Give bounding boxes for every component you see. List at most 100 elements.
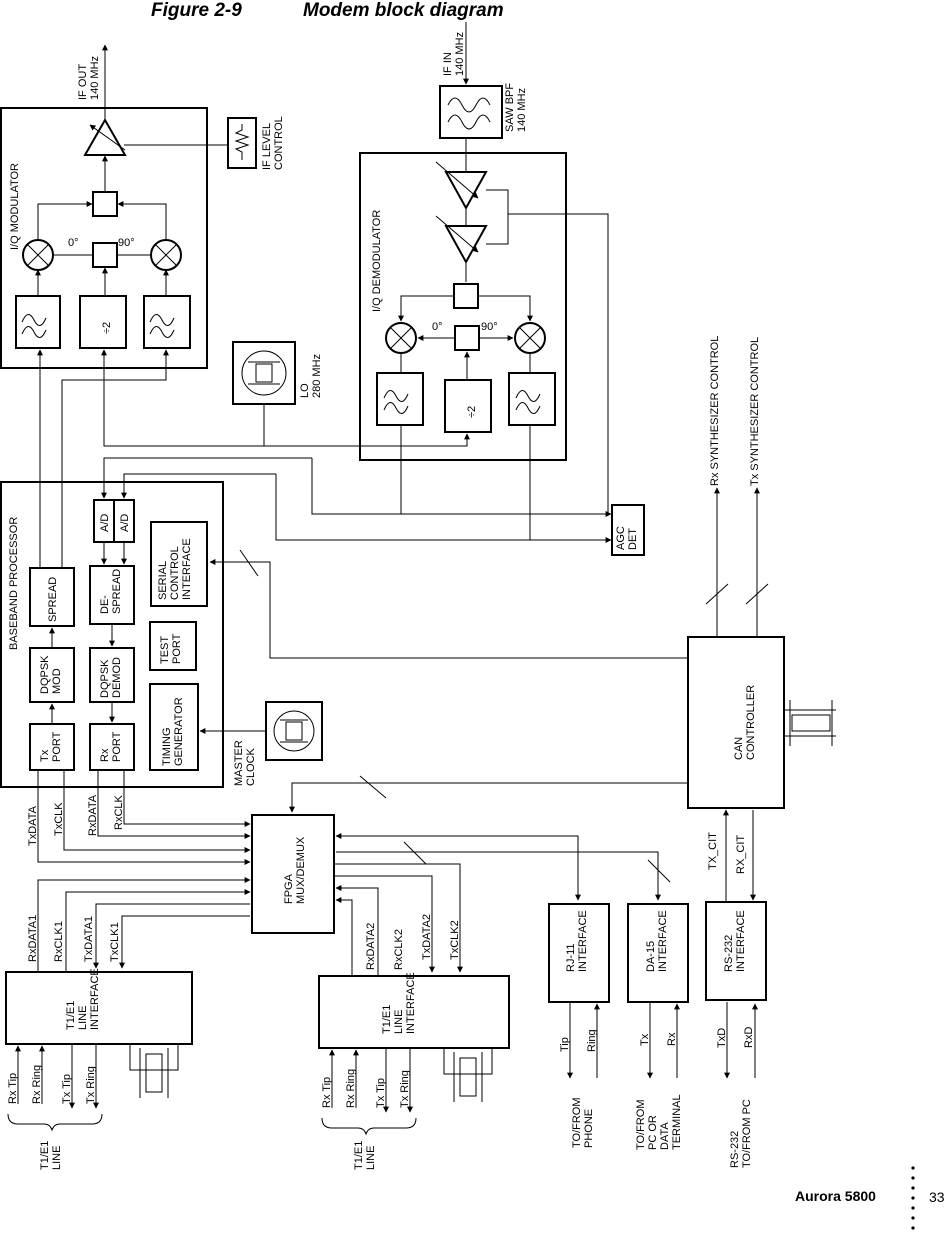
dqpsk-mod-label: DQPSKMOD [39,655,63,694]
ad1-label: A/D [99,514,111,532]
crystal-icon [273,710,315,752]
rx-tip-label: Rx Tip [7,1073,19,1104]
page-number: 33 [929,1189,945,1205]
mixer-icon [514,322,546,354]
tx-port-label: TxPORT [39,731,63,762]
test-port-box [149,621,197,671]
rxdata-label: RxDATA [87,794,99,836]
baseband-processor: BASEBAND PROCESSOR A/D A/D SPREAD DE-SPR… [0,481,224,788]
variable-amplifier-icon [83,117,127,156]
footer-brand: Aurora 5800 [795,1188,876,1204]
tx-ring-label: Tx Ring [85,1066,97,1104]
splitter-box [453,283,479,309]
t1e1-interface-box [318,975,510,1049]
summer-box [92,191,118,217]
if-level-label: IF LEVELCONTROL [261,116,285,170]
if-in-label: IF IN140 MHz [442,32,466,76]
line-label: T1/E1LINE [353,1141,377,1170]
txdata-label: TxDATA [27,805,39,846]
demod-phase-0-label: 0° [432,321,443,333]
lowpass-filter-icon [143,295,191,349]
agc-amplifier-icon [435,215,488,265]
if-level-control: IF LEVELCONTROL [227,116,285,170]
txclk2-label: TxCLK2 [449,920,461,960]
phase-90-label: 90° [118,237,135,249]
baseband-processor-box [0,481,224,788]
transformer-lead [443,1048,493,1075]
t1e1-interface-label: T1/E1LINEINTERFACE [65,968,101,1030]
da15-tx-label: Tx [639,1033,651,1046]
bandpass-filter-icon [447,97,491,130]
iq-modulator-title: I/Q MODULATOR [9,163,21,250]
saw-bpf-box [439,85,503,139]
rs232-label: RS-232INTERFACE [723,910,747,972]
saw-filter: IF IN140 MHz SAW BPF140 MHz [439,22,528,152]
figure-number: Figure 2-9 [151,0,242,21]
agc-det-label: AGCDET [615,526,639,550]
lowpass-filter-icon [15,295,61,349]
resistor-box [227,117,257,169]
tx-tip-label: Tx Tip [61,1074,73,1104]
rxdata2-label: RxDATA2 [365,923,377,970]
ad2-label: A/D [119,514,131,532]
local-oscillator: LO280 MHz [232,341,323,405]
tx-ring-label: Tx Ring [399,1070,411,1108]
phase-shifter-box [454,325,480,351]
tx-cit-label: TX_CIT [707,832,719,870]
can-controller-box [687,636,785,809]
phase-shifter-box [92,242,118,268]
rs232-interface: RS-232INTERFACE TX_CIT RX_CIT TxD RxD RS… [705,809,767,1168]
lowpass-filter-icon [508,372,556,426]
rx-synth-label: Rx SYNTHESIZER CONTROL [709,336,721,486]
txdata1-label: TxDATA1 [83,916,95,962]
txdata2-label: TxDATA2 [421,914,433,960]
agc-amplifier-icon [435,161,488,211]
crystal-icon [139,1048,169,1098]
rj11-ring-label: Ring [586,1029,598,1052]
test-port-label: TESTPORT [159,633,183,664]
rx-cit-label: RX_CIT [735,835,747,874]
brace [321,1117,417,1136]
rxclk-label: RxCLK [113,794,125,830]
demod-divider-label: ÷2 [466,406,478,418]
rxdata1-label: RxDATA1 [27,915,39,962]
tx-synth-label: Tx SYNTHESIZER CONTROL [749,337,761,486]
da15-rx-label: Rx [666,1032,678,1046]
rs232-rxd-label: RxD [743,1027,755,1048]
rx-ring-label: Rx Ring [31,1065,43,1104]
mixer-icon [22,239,54,271]
rx-port-box [89,723,135,771]
phase-0-label: 0° [68,237,79,249]
fpga-box [251,814,335,934]
footer-dots [911,1166,915,1230]
t1e1-interface-label: T1/E1LINEINTERFACE [381,972,417,1034]
iq-demodulator: I/Q DEMODULATOR 0° 90° ÷2 [359,152,612,515]
mixer-icon [385,322,417,354]
txclk1-label: TxCLK1 [109,922,121,962]
figure-title: Modem block diagram [303,0,504,21]
divider-label: ÷2 [101,322,113,334]
rj11-interface: RJ-11INTERFACE Tip Ring TO/FROMPHONE [548,903,610,1148]
can-controller: CANCONTROLLER [687,636,836,809]
rx-tip-label: Rx Tip [321,1077,333,1108]
saw-bpf-label: SAW BPF140 MHz [504,83,528,132]
crystal-icon [241,350,287,396]
rs232-dest-label: RS-232TO/FROM PC [729,1099,753,1168]
despread-label: DE-SPREAD [99,569,123,614]
lowpass-filter-icon [376,372,424,426]
rxclk1-label: RxCLK1 [53,921,65,962]
da15-interface: DA-15INTERFACE Tx Rx TO/FROMPC ORDATATER… [627,903,689,1150]
crystal-icon [453,1052,483,1102]
fpga-label: FPGAMUX/DEMUX [283,836,307,904]
dqpsk-demod-label: DQPSKDEMOD [99,657,123,698]
tx-tip-label: Tx Tip [375,1078,387,1108]
rxclk2-label: RxCLK2 [393,929,405,970]
mixer-icon [150,239,182,271]
rj11-label: RJ-11INTERFACE [565,910,589,972]
divider-box [444,379,492,433]
master-clock: MASTERCLOCK [233,701,323,786]
resistor-icon [234,124,250,160]
rx-port-label: RxPORT [99,731,123,762]
rx-ring-label: Rx Ring [345,1069,357,1108]
